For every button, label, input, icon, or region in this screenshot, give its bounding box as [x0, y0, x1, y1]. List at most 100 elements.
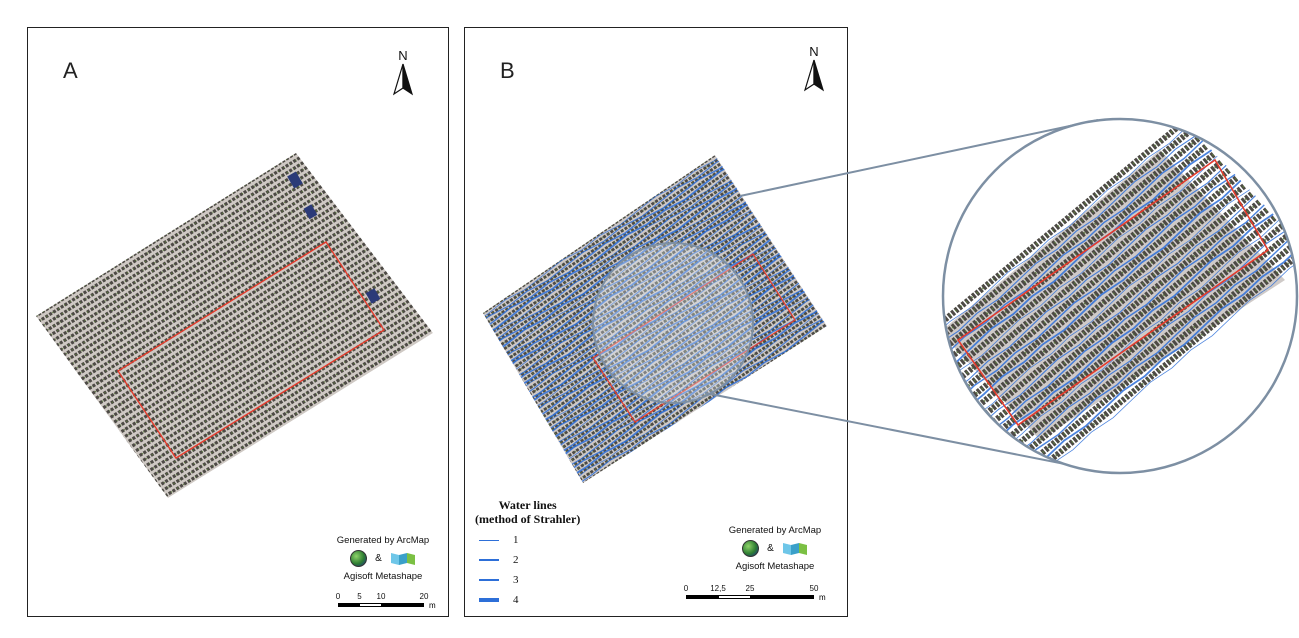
vegetation-strip [511, 213, 777, 395]
vegetation-strip [483, 156, 740, 338]
water-line [527, 238, 794, 419]
vine-row [943, 151, 1217, 386]
water-line [1032, 253, 1297, 473]
water-line [483, 167, 747, 349]
water-line [484, 173, 751, 354]
vegetation-strip [483, 155, 737, 334]
vegetation-strip [109, 264, 399, 447]
water-line [483, 155, 739, 336]
vegetation-strip [563, 291, 827, 473]
study-area-outline [117, 241, 385, 459]
vegetation-strip [545, 265, 812, 447]
vegetation-strip [131, 293, 421, 476]
vegetation-strip [138, 303, 428, 485]
vegetation-strip [36, 153, 308, 328]
water-line [521, 226, 787, 410]
legend-item-order-4: 4 [479, 590, 580, 610]
water-line [943, 149, 1213, 380]
vine-row [988, 206, 1271, 441]
vegetation-strip [149, 317, 433, 498]
vegetation-strip [80, 226, 370, 409]
legend-label: 3 [513, 574, 519, 586]
scale-unit: m [429, 601, 436, 610]
water-line [1009, 228, 1289, 459]
vegetation-strip [105, 260, 395, 442]
water-line [504, 203, 771, 384]
water-line [971, 189, 1250, 419]
scale-tick-label: 5 [357, 592, 362, 601]
water-line [541, 260, 808, 441]
vegetation-strip [84, 231, 373, 414]
orthophoto-b [483, 155, 827, 483]
vegetation-strip [560, 287, 826, 469]
water-line [943, 125, 1189, 356]
vegetation-strip [523, 230, 789, 412]
water-line [547, 268, 813, 449]
vegetation-strip [520, 226, 786, 408]
vegetation-strip [528, 239, 794, 421]
vegetation-strip [51, 188, 341, 371]
vine-row [958, 174, 1240, 409]
water-line [510, 210, 776, 393]
vegetation-strip [65, 207, 355, 390]
vegetation-strip [36, 164, 322, 347]
credit-line-1: Generated by ArcMap [336, 535, 430, 546]
vegetation-strip [548, 269, 814, 451]
legend-title-line-2: (method of Strahler) [475, 512, 581, 526]
vine-row [943, 158, 1225, 394]
vegetation-strip [120, 279, 410, 461]
water-line [993, 213, 1274, 443]
scale-tick-label: 25 [745, 584, 755, 593]
vegetation-strip [44, 178, 333, 361]
water-line [963, 179, 1242, 412]
vegetation-strip [503, 200, 769, 382]
vegetation-strip [55, 193, 344, 375]
scale-bar-b: 0 12,5 25 50 m [684, 584, 826, 602]
vegetation-strip [565, 295, 827, 477]
water-line [553, 276, 819, 458]
vegetation-strip [517, 222, 783, 403]
vegetation-strip [574, 309, 827, 483]
vegetation-strip [116, 274, 406, 457]
arcgis-globe-icon [742, 540, 760, 557]
vegetation-strip [87, 236, 377, 418]
vegetation-strip [488, 178, 755, 360]
credit-amp: & [767, 543, 774, 554]
vegetation-strip [571, 304, 827, 483]
vine-row [950, 166, 1232, 402]
vegetation-strip [543, 261, 809, 443]
legend-title-line-1: Water lines [498, 498, 557, 512]
water-line [943, 155, 1218, 388]
scale-bar-a: 0 5 10 20 m [335, 592, 436, 610]
water-line [986, 204, 1265, 435]
vegetation-strip [557, 282, 823, 464]
vegetation-strip [486, 174, 752, 356]
water-line [536, 248, 801, 432]
scale-tick-label: 50 [809, 584, 819, 593]
zoom-connector-bottom [704, 392, 1071, 466]
vine-row [1004, 222, 1286, 457]
water-line [558, 284, 824, 466]
water-line [483, 155, 733, 327]
scale-tick-label: 0 [335, 592, 341, 601]
legend-label: 1 [513, 534, 519, 546]
vine-row [981, 198, 1263, 433]
water-line [1024, 243, 1297, 473]
vegetation-strip [145, 312, 433, 495]
vine-row [1011, 230, 1293, 465]
vegetation-strip [102, 255, 392, 437]
vegetation-strip [36, 169, 326, 351]
water-line [570, 304, 827, 483]
legend-item-order-3: 3 [479, 570, 580, 590]
water-line [515, 219, 781, 401]
water-line [483, 155, 737, 332]
water-line [498, 194, 766, 376]
water-line [493, 183, 758, 367]
water-line [567, 297, 827, 480]
water-line [524, 233, 790, 414]
vegetation-strip [526, 235, 792, 417]
vegetation-strip [142, 307, 431, 490]
vine-row [943, 127, 1194, 362]
vegetation-strip [497, 191, 763, 373]
